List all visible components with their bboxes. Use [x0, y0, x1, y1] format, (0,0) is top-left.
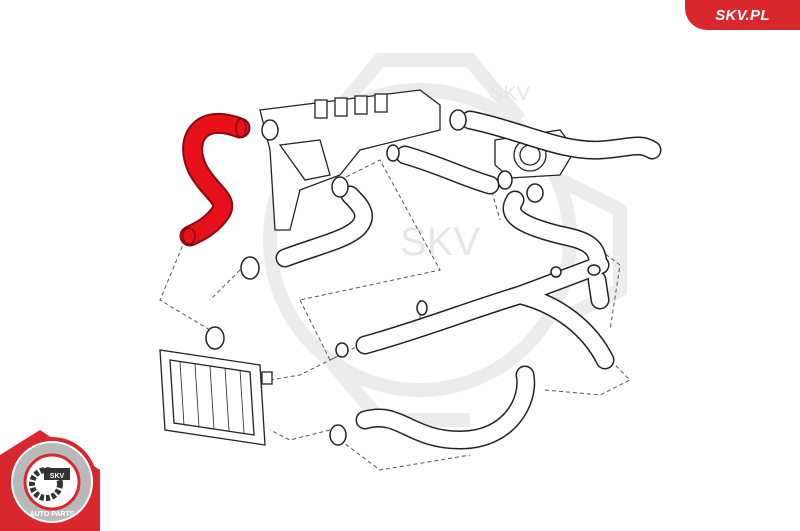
watermark-text: SKV	[490, 83, 531, 105]
watermark-text-large: SKV	[400, 220, 480, 264]
logo-bottom-text: AUTO PARTS	[30, 511, 75, 518]
logo-center-text: SKV	[50, 473, 65, 480]
engine-block	[259, 89, 441, 231]
highlighted-upper-radiator-hose[interactable]	[179, 112, 251, 247]
skv-pl-badge[interactable]: SKV.PL	[685, 0, 800, 30]
badge-text: SKV.PL	[715, 6, 770, 24]
hoses-fill	[277, 112, 660, 449]
radiator	[159, 349, 273, 446]
hose-clamps	[205, 109, 601, 446]
skv-auto-parts-logo: SKV AUTO PARTS	[0, 430, 100, 531]
